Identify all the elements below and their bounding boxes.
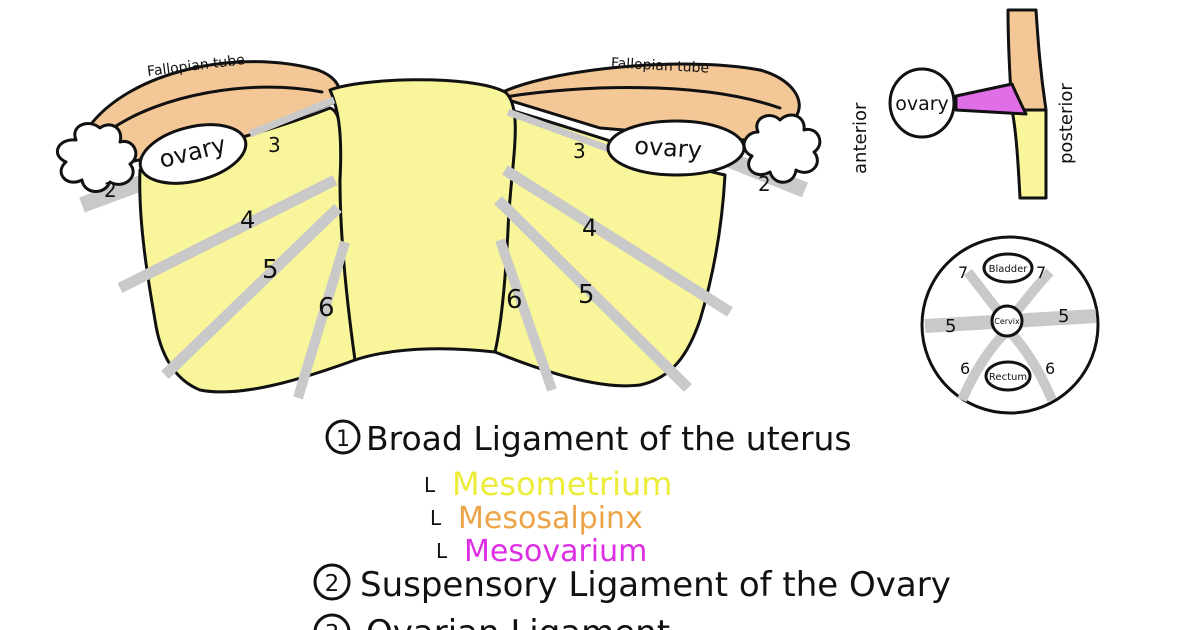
- legend-item2-number: 2: [325, 571, 340, 597]
- number-2-left: 2: [104, 178, 117, 202]
- number-4-left: 4: [240, 206, 255, 234]
- fallopian-tube-left-inner: [108, 85, 324, 132]
- number-6-inset-left: 6: [960, 359, 970, 378]
- number-5-left: 5: [262, 255, 279, 285]
- legend-sub1-text: Mesometrium: [452, 465, 672, 503]
- number-6-left: 6: [318, 293, 335, 323]
- uterosacral-ligament-right: [495, 238, 557, 392]
- number-3-left: 3: [268, 133, 281, 157]
- sagittal-ovary-label: ovary: [895, 93, 949, 115]
- anterior-label: anterior: [850, 102, 871, 174]
- legend-item3-text: Ovarian Ligament: [366, 613, 670, 630]
- sagittal-ovary: [888, 67, 956, 139]
- rectum-shape: [984, 360, 1032, 392]
- legend-sub3-marker: L: [436, 539, 448, 563]
- legend-item2-text: Suspensory Ligament of the Ovary: [360, 565, 951, 605]
- ovarian-ligament-right: [506, 108, 614, 154]
- number-5-right: 5: [578, 280, 595, 310]
- legend-item2-circle: [313, 563, 351, 601]
- legend: 1 Broad Ligament of the uterus L Mesomet…: [313, 419, 951, 630]
- sagittal-tube: [1006, 8, 1048, 112]
- round-ligament-right: [502, 165, 733, 317]
- number-4-right: 4: [582, 214, 597, 242]
- number-5-inset-right: 5: [1058, 306, 1069, 327]
- number-3-right: 3: [573, 139, 586, 163]
- round-ligament-left: [117, 175, 338, 293]
- legend-item3-circle: [313, 613, 351, 630]
- legend-sub1-marker: L: [424, 473, 436, 497]
- legend-item1-number: 1: [336, 427, 350, 452]
- legend-item1-text: Broad Ligament of the uterus: [366, 419, 852, 458]
- legend-item3-number: 3: [325, 621, 340, 630]
- uterosacral-ligament-left: [293, 240, 350, 400]
- sagittal-mesovarium: [954, 82, 1028, 116]
- number-6-inset-right: 6: [1045, 359, 1055, 378]
- number-2-right: 2: [758, 172, 771, 196]
- posterior-label: posterior: [1056, 83, 1077, 164]
- legend-sub2-marker: L: [430, 506, 442, 530]
- transverse-view-inset: Bladder Cervix Rectum 7 7 5 5 6 6: [920, 235, 1100, 415]
- fallopian-tube-right: [493, 62, 801, 142]
- bladder-shape: [982, 252, 1034, 284]
- cervix-label: Cervix: [994, 317, 1020, 326]
- sagittal-uterus-lower: [1010, 108, 1048, 200]
- cardinal-ligament-left: [161, 204, 342, 379]
- legend-sub3-text: Mesovarium: [464, 534, 647, 569]
- cardinal-ligament-right: [494, 196, 692, 392]
- number-6-right: 6: [506, 285, 523, 315]
- cervix-shape: [990, 304, 1024, 338]
- ovary-left: [138, 123, 248, 185]
- fimbriae-right: [742, 113, 822, 184]
- sagittal-view-inset: ovary anterior posterior: [850, 8, 1077, 200]
- legend-item1-circle: [325, 419, 361, 455]
- ovarian-ligament-left: [248, 96, 336, 138]
- ovary-right-label: ovary: [633, 132, 702, 165]
- fallopian-tube-right-inner: [496, 86, 782, 110]
- number-7-right: 7: [1036, 263, 1046, 282]
- ovary-right: [606, 119, 746, 177]
- uterus-broad-ligament-figure: ovary ovary Fallopian tube Fallopian tub…: [55, 52, 822, 400]
- uterus-body: [328, 78, 517, 362]
- number-5-inset-left: 5: [945, 316, 956, 337]
- fallopian-tube-right-label: Fallopian tube: [611, 55, 710, 76]
- rectum-label: Rectum: [989, 372, 1027, 383]
- legend-sub2-text: Mesosalpinx: [458, 501, 643, 536]
- fimbriae-left: [55, 122, 138, 193]
- bladder-label: Bladder: [989, 264, 1029, 275]
- number-7-left: 7: [958, 263, 968, 282]
